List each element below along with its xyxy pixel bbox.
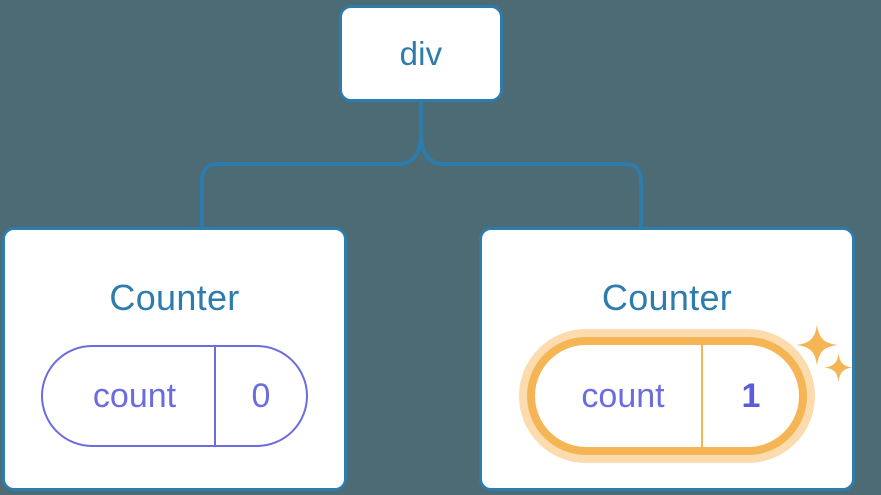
node-counter-right-label: Counter xyxy=(601,277,733,318)
state-pill-wrapper-left: count 0 xyxy=(41,345,308,447)
state-key-left: count xyxy=(43,347,216,445)
node-div-label: div xyxy=(399,35,443,72)
state-key-right: count xyxy=(535,345,703,447)
state-value-left: 0 xyxy=(251,377,271,415)
node-counter-right[interactable]: Counter count 1 xyxy=(479,227,855,491)
node-counter-left-label: Counter xyxy=(109,277,240,318)
state-pill-left[interactable]: count 0 xyxy=(41,345,308,447)
node-counter-left[interactable]: Counter count 0 xyxy=(2,227,347,491)
state-value-right: 1 xyxy=(741,377,761,415)
connector-left xyxy=(200,99,423,231)
connector-right xyxy=(419,99,643,231)
state-pill-wrapper-right: count 1 xyxy=(527,337,807,455)
node-div[interactable]: div xyxy=(339,5,503,102)
state-pill-right[interactable]: count 1 xyxy=(527,337,807,455)
